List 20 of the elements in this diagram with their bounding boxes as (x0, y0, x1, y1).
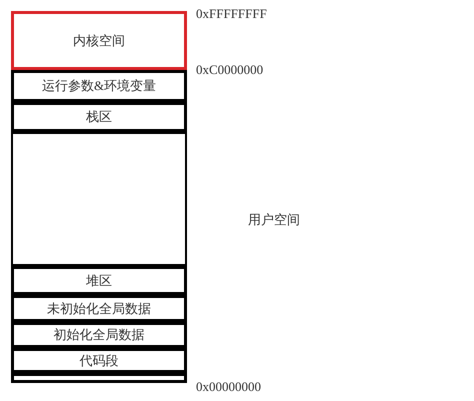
segment-label: 代码段 (80, 352, 118, 370)
region-label: 用户空间 (248, 211, 300, 229)
memory-segment (11, 70, 187, 102)
memory-segment (11, 373, 187, 383)
segment-label: 栈区 (86, 108, 112, 126)
segment-label: 初始化全局数据 (54, 326, 144, 344)
memory-segment (11, 102, 187, 132)
memory-segment (11, 348, 187, 373)
address-label: 0xC0000000 (196, 62, 264, 78)
memory-segment (11, 11, 187, 70)
segment-label: 堆区 (86, 272, 112, 290)
segment-label: 未初始化全局数据 (47, 300, 151, 318)
address-label: 0xFFFFFFFF (196, 6, 267, 22)
memory-segment (11, 266, 187, 295)
memory-segment (11, 322, 187, 348)
address-label: 0x00000000 (196, 379, 261, 395)
segment-label: 运行参数&环境变量 (42, 77, 156, 95)
memory-segment (11, 295, 187, 322)
memory-segment (11, 132, 187, 266)
segment-label: 内核空间 (73, 32, 125, 50)
